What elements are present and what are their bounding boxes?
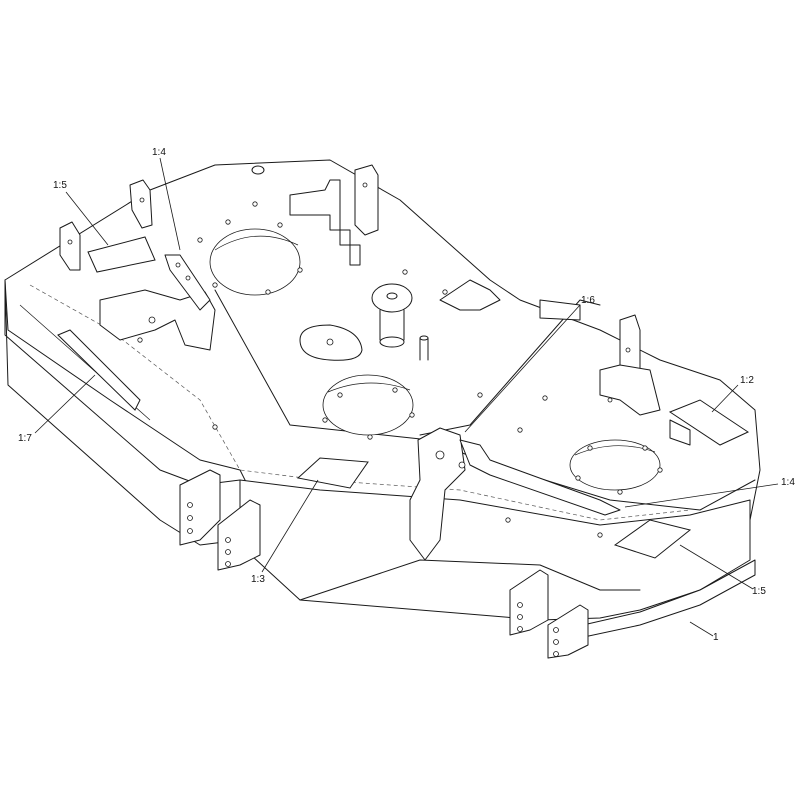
callout-1-5-left: 1:5: [53, 180, 67, 191]
rear-mount-bracket: [289, 164, 379, 266]
decal-1-2: [668, 399, 750, 446]
decal-1-3: [296, 457, 369, 489]
center-spindle-opening: [322, 374, 414, 436]
callout-1-4-top: 1:4: [152, 147, 166, 158]
decals: [57, 236, 750, 559]
front-wheel-bracket-right: [509, 569, 549, 636]
callout-1-3: 1:3: [251, 574, 265, 585]
callout-1-6: 1:6: [581, 295, 595, 306]
decal-1-7: [57, 329, 141, 411]
decal-1-5-right: [613, 519, 692, 559]
callout-1-4-right: 1:4: [781, 477, 795, 488]
decal-1-5-left: [87, 236, 156, 273]
callout-1-7: 1:7: [18, 433, 32, 444]
left-spindle-opening: [209, 228, 301, 296]
leader-lines: [34, 157, 779, 637]
rear-hinge-pipe: [251, 165, 581, 321]
callout-1: 1: [713, 632, 719, 643]
idler-plate: [299, 324, 363, 361]
right-spindle-opening: [569, 439, 661, 491]
callout-1-5-right: 1:5: [752, 586, 766, 597]
right-mount-bracket: [599, 314, 691, 446]
front-wheel-bracket-far-right: [547, 604, 589, 659]
front-wheel-bracket-center: [217, 499, 261, 571]
callout-1-2: 1:2: [740, 375, 754, 386]
front-wheel-bracket-left: [179, 469, 221, 546]
callout-labels: 1:4 1:5 1:6 1:2 1:7 1:4 1:3 1:5 1: [18, 147, 795, 643]
left-mount-bracket: [99, 254, 216, 351]
bolt-holes: [137, 201, 663, 538]
front-left-tab: [59, 179, 153, 271]
idler-pulley: [371, 283, 429, 361]
front-center-bracket: [409, 427, 621, 561]
spindle-openings: [209, 228, 661, 491]
